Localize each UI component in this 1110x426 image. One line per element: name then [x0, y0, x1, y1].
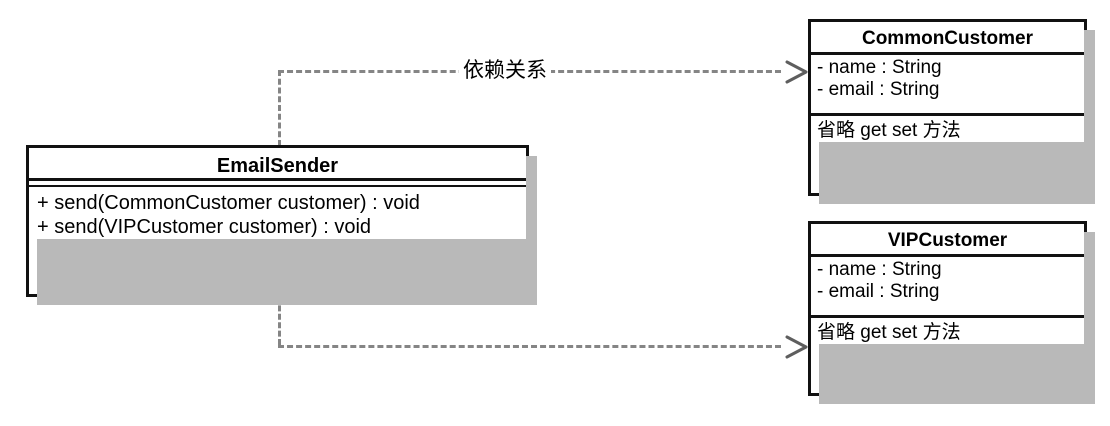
operation-item: 省略 get set 方法: [817, 120, 961, 141]
class-operations-common-customer: 省略 get set 方法: [811, 116, 1084, 143]
class-name-common-customer: CommonCustomer: [811, 22, 1084, 55]
dependency-common-vertical-segment: [278, 70, 281, 146]
operation-item: + send(CommonCustomer customer) : void: [37, 192, 420, 214]
dependency-vip-vertical-segment: [278, 297, 281, 345]
class-box-email-sender[interactable]: EmailSender + send(CommonCustomer custom…: [26, 145, 537, 305]
dependency-vip-arrowhead: [785, 335, 808, 359]
dependency-vip-horizontal-segment: [278, 345, 781, 348]
dependency-label: 依赖关系: [459, 54, 551, 84]
attribute-item: - name : String: [817, 57, 942, 78]
class-attributes-vip-customer: - name : String - email : String: [811, 257, 1084, 318]
operation-item: + send(VIPCustomer customer) : void: [37, 215, 372, 238]
attribute-item: - email : String: [817, 281, 940, 303]
class-box-vip-customer[interactable]: VIPCustomer - name : String - email : St…: [808, 221, 1095, 404]
class-operations-vip-customer: 省略 get set 方法: [811, 318, 1084, 345]
class-attributes-common-customer: - name : String - email : String: [811, 55, 1084, 116]
class-name-vip-customer: VIPCustomer: [811, 224, 1084, 257]
class-attributes-email-sender: [29, 181, 526, 187]
attribute-item: - email : String: [817, 79, 940, 101]
dependency-common-arrowhead: [785, 60, 808, 84]
attribute-item: - name : String: [817, 259, 942, 280]
class-operations-email-sender: + send(CommonCustomer customer) : void +…: [29, 187, 526, 240]
operation-item: 省略 get set 方法: [817, 322, 961, 343]
class-name-email-sender: EmailSender: [29, 148, 526, 181]
class-box-common-customer[interactable]: CommonCustomer - name : String - email :…: [808, 19, 1095, 204]
